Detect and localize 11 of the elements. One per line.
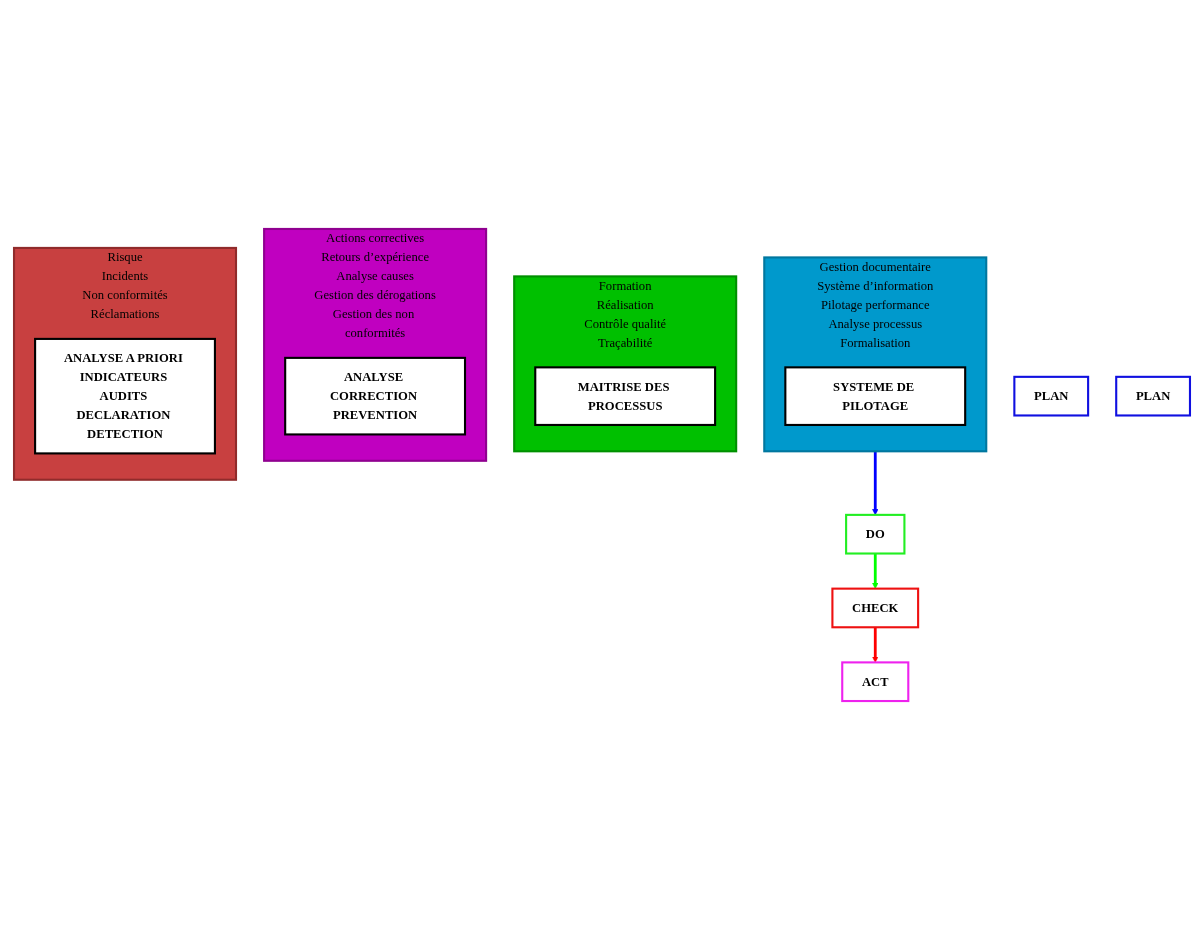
node-box: ANALYSE CORRECTION PREVENTION [284, 356, 467, 436]
node-box: SYSTEME DE PILOTAGE [784, 366, 967, 426]
node-box: PLAN [1013, 375, 1090, 417]
node-box: PLAN [1115, 375, 1192, 417]
node-box: ANALYSE A PRIORI INDICATEURS AUDITS DECLARATION DETECTION [34, 337, 216, 455]
node-box: MAITRISE DES PROCESSUS [534, 366, 717, 426]
node-box: DO [845, 513, 906, 555]
node-box: ACT [841, 661, 910, 703]
node-box: CHECK [831, 587, 920, 629]
arrow [872, 627, 879, 663]
arrow [872, 553, 879, 589]
